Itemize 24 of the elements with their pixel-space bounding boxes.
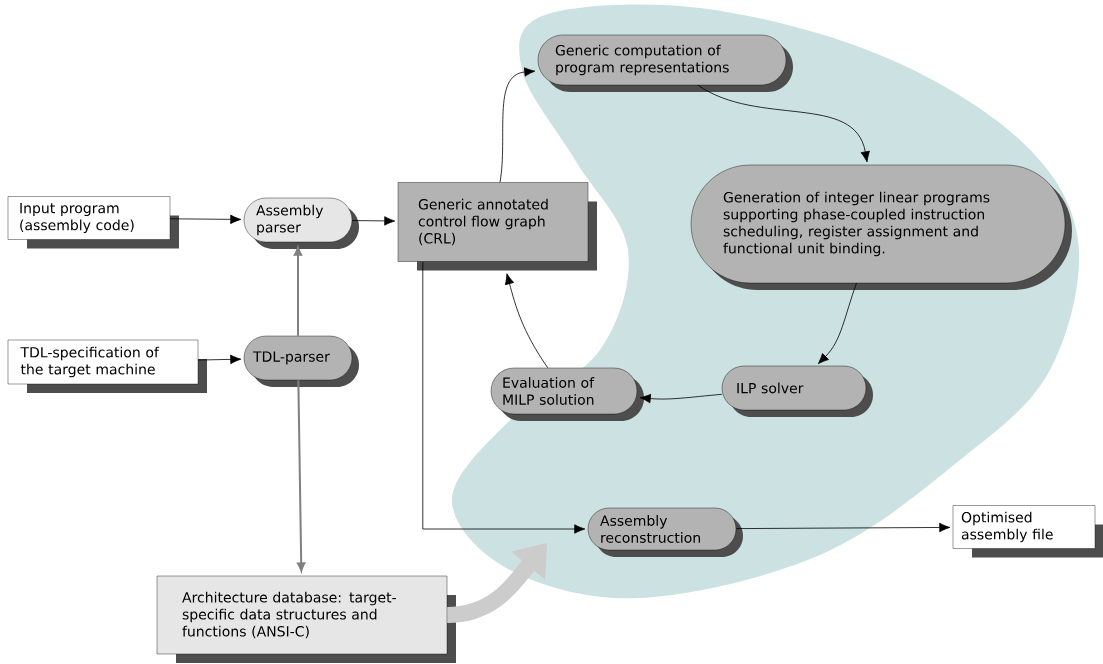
arrow: [817, 282, 857, 365]
connector: [422, 261, 586, 534]
arrow: [293, 246, 303, 337]
arrow: [697, 84, 870, 163]
process-pill: Assembly reconstruction: [587, 507, 743, 557]
arrow: [169, 214, 242, 224]
process-pill: ILP solver: [721, 365, 873, 417]
process-pill: Generic computation of program representations: [537, 34, 793, 92]
process-pill: Assembly parser: [243, 197, 359, 249]
arrow: [639, 393, 723, 404]
process-pill: Generation of integer linear programs supporting phase-coupled instruction scheduling, register assignment and functional unit binding.: [690, 164, 1072, 290]
process-box: Generic annotated control flow graph (CRL): [397, 182, 597, 271]
arrow: [499, 67, 536, 183]
process-box: Input program (assembly code): [7, 196, 179, 249]
arrow: [735, 522, 951, 533]
process-box: TDL-specification of the target machine: [7, 339, 207, 393]
arrow: [297, 379, 306, 572]
arrow: [197, 354, 242, 365]
arrow: [504, 273, 549, 369]
arrow: [351, 216, 396, 226]
process-box: Architecture database: target-specific data structures and functions (ANSI-C): [156, 575, 456, 663]
process-pill: Evaluation of MILP solution: [490, 367, 644, 421]
process-box: Optimised assembly file: [952, 505, 1103, 558]
process-pill: TDL-parser: [243, 335, 359, 387]
